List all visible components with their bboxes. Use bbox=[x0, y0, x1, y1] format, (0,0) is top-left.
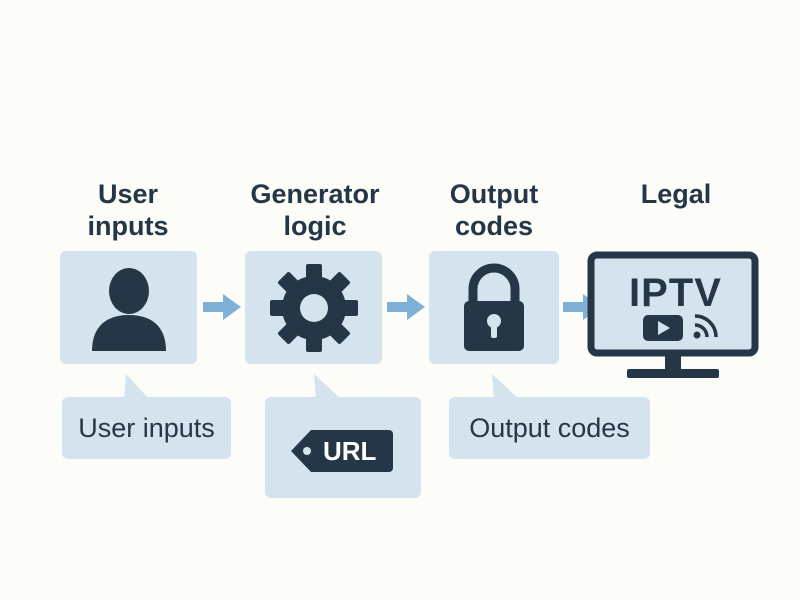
heading-generator-logic: Generator logic bbox=[250, 179, 380, 241]
callout-url: URL bbox=[265, 397, 421, 498]
lock-icon bbox=[464, 263, 524, 351]
arrow-1-icon bbox=[203, 294, 241, 320]
callout-user-inputs-label: User inputs bbox=[78, 412, 215, 443]
heading-user-inputs: User inputs bbox=[87, 179, 169, 241]
generator-logic-box bbox=[245, 251, 382, 364]
url-tag-icon: URL bbox=[289, 428, 395, 474]
user-inputs-box bbox=[60, 251, 197, 364]
iptv-label: IPTV bbox=[629, 271, 722, 315]
callout-user-inputs: User inputs bbox=[62, 397, 231, 459]
callout-url-pointer bbox=[314, 374, 342, 400]
heading-legal: Legal bbox=[640, 179, 712, 209]
heading-output-codes: Output codes bbox=[449, 179, 539, 241]
arrow-2-icon bbox=[387, 294, 425, 320]
output-codes-box bbox=[429, 251, 559, 364]
callout-output-codes-label: Output codes bbox=[469, 412, 630, 443]
signal-icon bbox=[693, 314, 718, 339]
tv-icon: IPTV bbox=[587, 251, 759, 381]
user-icon bbox=[91, 267, 166, 351]
play-icon bbox=[643, 315, 683, 341]
callout-output-codes: Output codes bbox=[449, 397, 650, 459]
url-tag-label: URL bbox=[323, 436, 377, 466]
callout-output-codes-pointer bbox=[492, 374, 520, 400]
callout-user-inputs-pointer bbox=[124, 374, 150, 400]
gear-icon bbox=[269, 263, 358, 352]
